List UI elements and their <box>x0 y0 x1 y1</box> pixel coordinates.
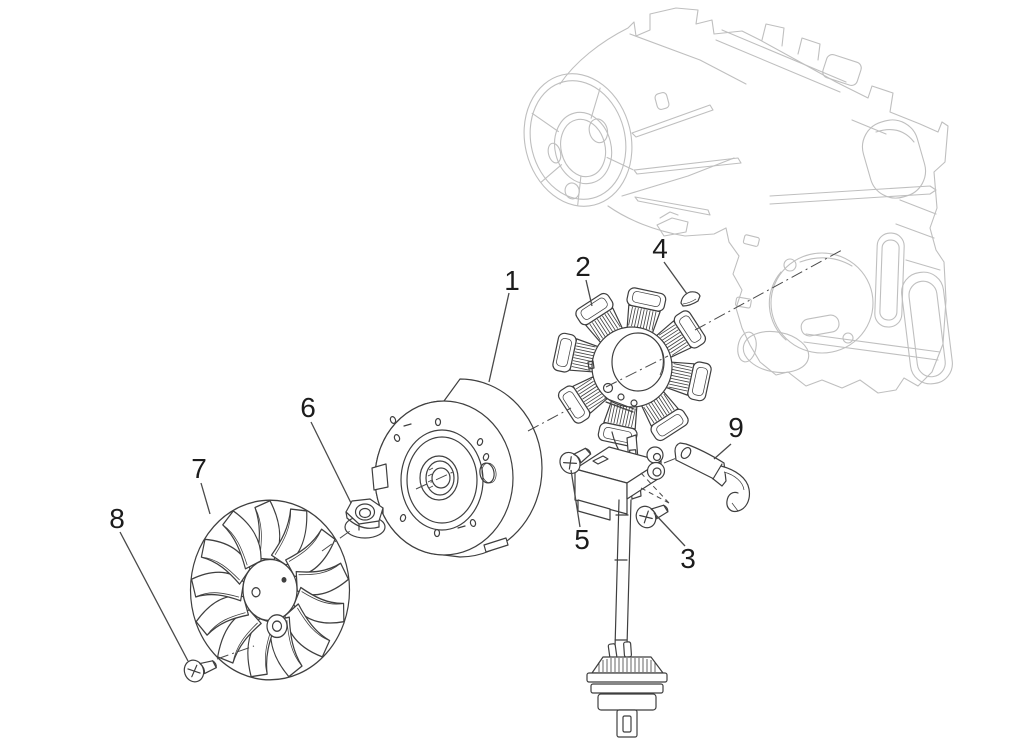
cable-guide-bracket <box>674 442 751 513</box>
assembly-axis-line <box>216 249 843 660</box>
screw-8 <box>180 652 220 686</box>
callout-label-4: 4 <box>652 233 668 264</box>
woodruff-key <box>680 291 701 307</box>
callout-label-1: 1 <box>504 265 520 296</box>
callout-label-3: 3 <box>680 543 696 574</box>
cable-connector <box>586 641 668 738</box>
flange-nut <box>344 498 386 539</box>
callout-label-6: 6 <box>300 392 316 423</box>
callout-label-2: 2 <box>575 251 591 282</box>
callout-label-8: 8 <box>109 503 125 534</box>
callout-label-9: 9 <box>728 412 744 443</box>
cooling-fan <box>189 499 351 682</box>
flywheel-rotor <box>371 378 543 558</box>
callout-label-7: 7 <box>191 453 207 484</box>
callout-label-5: 5 <box>574 524 590 555</box>
stator <box>551 286 713 448</box>
engine-crankcase-ghost <box>523 7 953 394</box>
callout-leader-lines <box>119 261 732 662</box>
pickup-coil-assembly <box>574 431 666 649</box>
